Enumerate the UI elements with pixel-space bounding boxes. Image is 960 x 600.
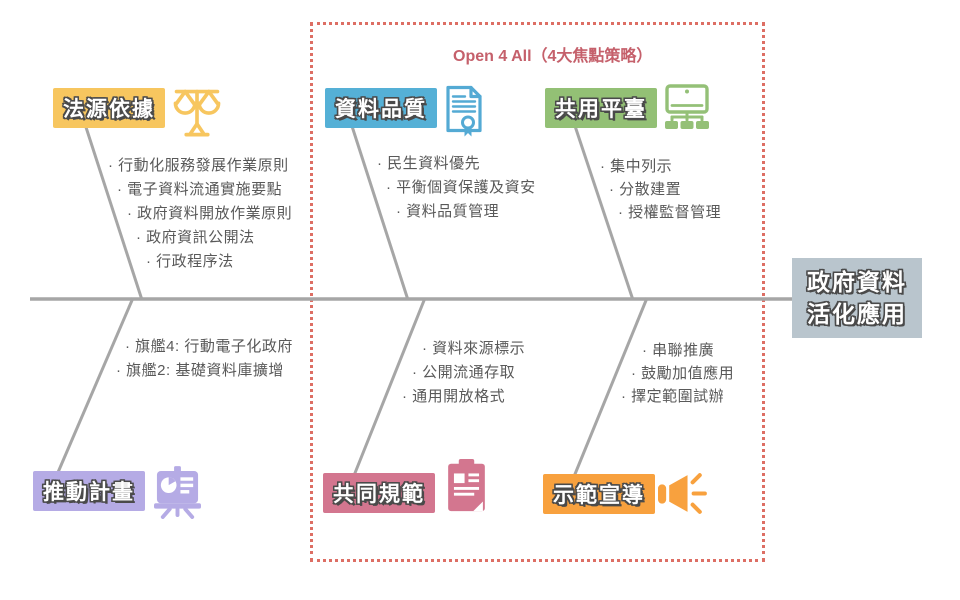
- list-item: · 政府資訊公開法: [136, 229, 255, 246]
- presentation-icon: [154, 466, 201, 519]
- fish-head-line2: 活化應用: [807, 301, 907, 327]
- list-item: · 行政程序法: [146, 253, 234, 270]
- list-item: · 資料來源標示: [422, 340, 526, 357]
- list-item: · 電子資料流通實施要點: [117, 181, 283, 198]
- scales-icon: [170, 84, 224, 140]
- list-item: · 政府資料開放作業原則: [127, 205, 293, 222]
- fish-head-line1: 政府資料: [807, 268, 907, 295]
- list-item: · 資料品質管理: [396, 203, 500, 220]
- clipboard-icon: [446, 458, 487, 514]
- list-item: · 鼓勵加值應用: [631, 365, 735, 382]
- category-promotion-plan: 推動計畫: [33, 471, 145, 511]
- fish-head: 政府資料 活化應用: [792, 258, 922, 338]
- list-item: · 平衡個資保護及資安: [386, 179, 536, 196]
- list-item: · 公開流通存取: [412, 364, 516, 381]
- list-item: · 行動化服務發展作業原則: [108, 157, 289, 174]
- list-item: · 串聯推廣: [642, 342, 715, 359]
- category-demonstration: 示範宣導: [543, 474, 655, 514]
- megaphone-icon: [658, 472, 713, 515]
- list-item: · 民生資料優先: [377, 155, 481, 172]
- category-common-standards: 共同規範: [323, 473, 435, 513]
- network-icon: [662, 84, 712, 130]
- list-item: · 擇定範圍試辦: [621, 388, 725, 405]
- list-item: · 分散建置: [609, 181, 682, 198]
- bone-promotion-plan: [54, 297, 135, 478]
- focus-strategies-outline: [310, 22, 765, 562]
- list-item: · 通用開放格式: [402, 388, 506, 405]
- list-item: · 旗艦2: 基礎資料庫擴增: [116, 362, 284, 379]
- certificate-icon: [444, 84, 484, 141]
- category-shared-platform: 共用平臺: [545, 88, 657, 128]
- list-item: · 集中列示: [600, 158, 673, 175]
- category-legal-basis: 法源依據: [53, 88, 165, 128]
- list-item: · 授權監督管理: [618, 204, 722, 221]
- list-item: · 旗艦4: 行動電子化政府: [125, 338, 293, 355]
- category-data-quality: 資料品質: [325, 88, 437, 128]
- strategy-title: Open 4 All（4大焦點策略）: [453, 48, 653, 65]
